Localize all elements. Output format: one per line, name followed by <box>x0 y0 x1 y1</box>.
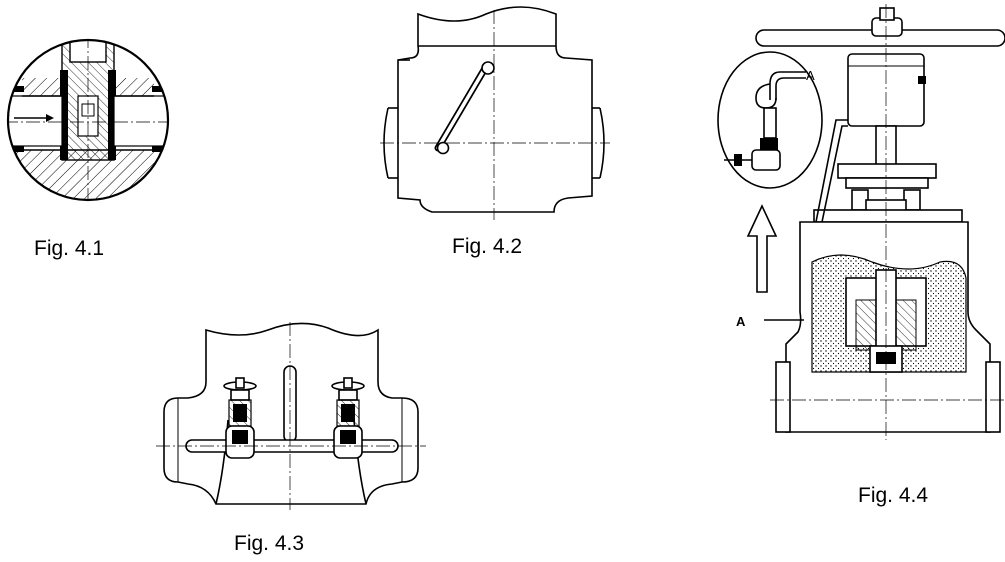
figure-4-1-caption: Fig. 4.1 <box>34 237 104 260</box>
figure-4-4-gate-valve <box>755 4 1005 440</box>
bypass-valve-left-icon <box>223 377 257 459</box>
section-a-label: A <box>736 314 746 329</box>
figure-4-1-section-view <box>6 38 170 202</box>
figure-4-4-caption: Fig. 4.4 <box>858 484 928 507</box>
figure-4-3-caption: Fig. 4.3 <box>234 532 304 555</box>
figure-4-3-bypass-assembly <box>156 322 426 510</box>
view-direction-arrow-icon <box>746 204 778 293</box>
detail-a-label: A <box>806 68 815 83</box>
bypass-valve-right-icon <box>331 377 365 459</box>
detail-a-circle <box>717 51 823 189</box>
figure-4-2-caption: Fig. 4.2 <box>452 235 522 258</box>
figure-4-2-valve-body <box>380 6 610 220</box>
